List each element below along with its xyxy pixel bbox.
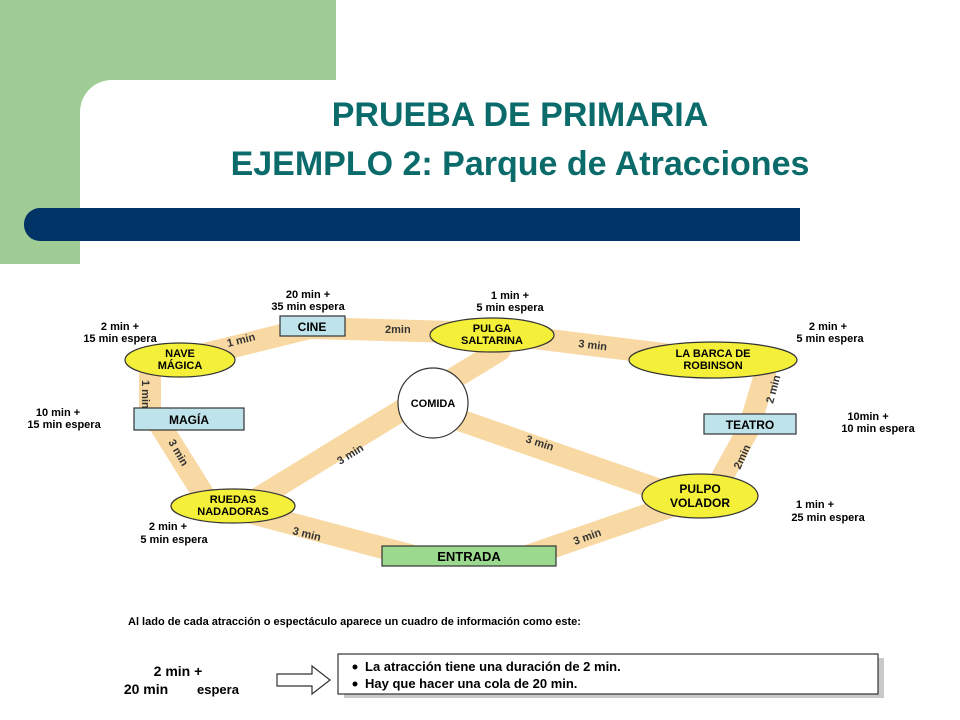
nave-label-1: NAVE <box>165 348 195 360</box>
ruedas-label-1: RUEDAS <box>210 494 256 506</box>
amusement-park-diagram: 1 min 2min 3 min 1 min 2 min 3 min 2min … <box>27 289 916 698</box>
pulga-info-1: 1 min + <box>491 290 529 302</box>
barca-info-1: 2 min + <box>809 321 847 333</box>
nave-label-2: MÁGICA <box>158 359 203 372</box>
edge-label-pulga-barca: 3 min <box>578 338 608 353</box>
teatro-label: TEATRO <box>726 418 774 432</box>
node-teatro: 10min + 10 min espera TEATRO <box>703 411 916 435</box>
path-comida-pulpo <box>434 404 691 508</box>
node-pulpo-volador: PULPO VOLADOR 1 min + 25 min espera <box>641 473 866 524</box>
magia-info-1: 10 min + <box>36 407 80 419</box>
nave-info-1: 2 min + <box>101 321 139 333</box>
legend-intro: Al lado de cada atracción o espectáculo … <box>128 616 581 628</box>
legend-example-2a: 20 min <box>124 681 168 697</box>
decorative-white-panel <box>80 80 960 280</box>
edge-label-nave-magia: 1 min <box>139 380 151 409</box>
node-pulga-saltarina: 1 min + 5 min espera PULGA SALTARINA <box>429 290 555 353</box>
legend-example-2b: espera <box>197 682 240 697</box>
cine-info-2: 35 min espera <box>271 301 345 313</box>
node-magia: 10 min + 15 min espera MAGÍA <box>27 407 245 431</box>
barca-label-2: ROBINSON <box>683 360 742 372</box>
pulga-label-2: SALTARINA <box>461 335 523 347</box>
pulpo-info-2: 25 min espera <box>791 512 865 524</box>
magia-label: MAGÍA <box>169 412 209 427</box>
node-barca-robinson: 2 min + 5 min espera LA BARCA DE ROBINSO… <box>628 321 865 379</box>
comida-label: COMIDA <box>411 398 456 410</box>
legend-example-1: 2 min + <box>154 663 203 679</box>
ruedas-info-2: 5 min espera <box>140 534 208 546</box>
edge-label-cine-pulga: 2min <box>385 324 411 336</box>
legend-bullet-1: La atracción tiene una duración de 2 min… <box>365 659 621 674</box>
pulpo-info-1: 1 min + <box>796 499 834 511</box>
arrow-icon <box>276 664 331 696</box>
cine-label: CINE <box>298 320 327 334</box>
legend-bullet-2: Hay que hacer una cola de 20 min. <box>365 676 577 691</box>
pulpo-label-2: VOLADOR <box>670 496 730 510</box>
node-nave-magica: 2 min + 15 min espera NAVE MÁGICA <box>83 321 236 378</box>
node-cine: 20 min + 35 min espera CINE <box>271 289 346 337</box>
node-entrada: ENTRADA <box>381 545 557 567</box>
nave-info-2: 15 min espera <box>83 333 157 345</box>
ruedas-info-1: 2 min + <box>149 521 187 533</box>
path-pulga-ruedas <box>244 339 511 511</box>
barca-info-2: 5 min espera <box>796 333 864 345</box>
teatro-info-2: 10 min espera <box>841 423 915 435</box>
node-comida: COMIDA <box>397 367 469 439</box>
entrada-label: ENTRADA <box>437 549 501 564</box>
title-line-1: PRUEBA DE PRIMARIA <box>331 96 709 134</box>
ruedas-label-2: NADADORAS <box>197 506 269 518</box>
barca-label-1: LA BARCA DE <box>676 348 751 360</box>
title-underline-bar <box>24 208 800 241</box>
node-ruedas-nadadoras: RUEDAS NADADORAS 2 min + 5 min espera <box>140 488 296 546</box>
magia-info-2: 15 min espera <box>27 419 101 431</box>
pulga-info-2: 5 min espera <box>476 302 544 314</box>
pulga-label-1: PULGA <box>473 323 512 335</box>
cine-info-1: 20 min + <box>286 289 330 301</box>
teatro-info-1: 10min + <box>847 411 888 423</box>
pulpo-label-1: PULPO <box>679 482 720 496</box>
title-line-2: EJEMPLO 2: Parque de Atracciones <box>230 145 810 183</box>
